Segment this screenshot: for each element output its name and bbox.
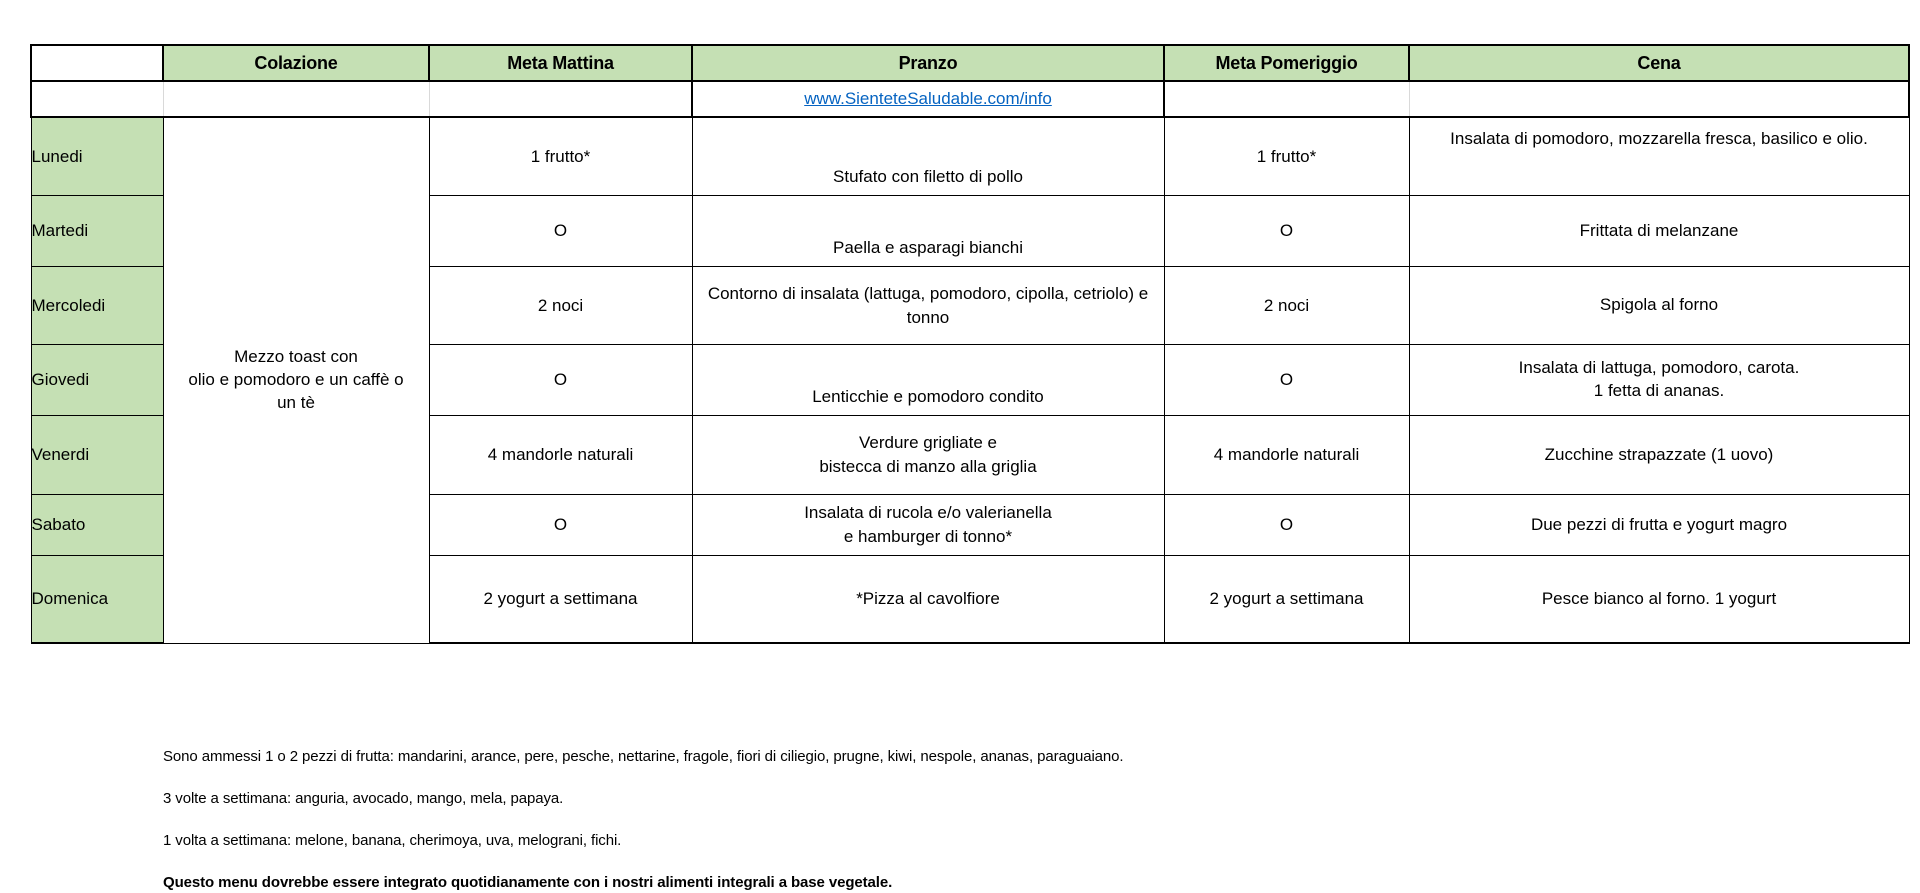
meta-pomeriggio-giovedi: O	[1163, 344, 1410, 416]
site-link[interactable]: www.SienteteSaludable.com/info	[804, 89, 1052, 108]
footnotes-block: Sono ammessi 1 o 2 pezzi di frutta: mand…	[163, 748, 1663, 891]
meta-mattina-giovedi: O	[428, 344, 693, 416]
day-label-lunedi: Lunedi	[30, 116, 164, 196]
cena-mercoledi: Spigola al forno	[1408, 266, 1910, 345]
cena-sabato: Due pezzi di frutta e yogurt magro	[1408, 494, 1910, 556]
day-label-domenica: Domenica	[30, 555, 164, 644]
header-cell-cena: Cena	[1408, 44, 1910, 82]
meta-mattina-martedi: O	[428, 195, 693, 267]
meta-pomeriggio-mercoledi: 2 noci	[1163, 266, 1410, 345]
footnote-once-week: 1 volta a settimana: melone, banana, che…	[163, 832, 622, 849]
cena-martedi: Frittata di melanzane	[1408, 195, 1910, 267]
colazione-line-2: olio e pomodoro e un caffè o	[188, 369, 404, 389]
url-row-spacer-colazione	[162, 80, 430, 118]
url-row-spacer-day	[30, 80, 164, 118]
cena-giovedi: Insalata di lattuga, pomodoro, carota. 1…	[1408, 344, 1910, 416]
url-row-spacer-meta-mattina	[428, 80, 693, 118]
meta-pomeriggio-venerdi: 4 mandorle naturali	[1163, 415, 1410, 495]
pranzo-giovedi: Lenticchie e pomodoro condito	[691, 344, 1165, 416]
day-label-martedi: Martedi	[30, 195, 164, 267]
colazione-line-1: Mezzo toast con	[234, 346, 358, 366]
header-cell-pranzo: Pranzo	[691, 44, 1165, 82]
colazione-line-3: un tè	[277, 392, 315, 412]
footnote-supplement-notice: Questo menu dovrebbe essere integrato qu…	[163, 874, 893, 891]
pranzo-venerdi-line-2: bistecca di manzo alla griglia	[819, 457, 1037, 476]
table-row: Venerdi 4 mandorle naturali Verdure grig…	[30, 415, 1910, 495]
footnote-fruit-allowed: Sono ammessi 1 o 2 pezzi di frutta: mand…	[163, 748, 1124, 765]
meta-pomeriggio-domenica: 2 yogurt a settimana	[1163, 555, 1410, 644]
table-row: Sabato O Insalata di rucola e/o valerian…	[30, 494, 1910, 556]
meta-pomeriggio-sabato: O	[1163, 494, 1410, 556]
table-header-row: Colazione Meta Mattina Pranzo Meta Pomer…	[30, 44, 1910, 82]
url-row-spacer-meta-pomeriggio	[1163, 80, 1410, 118]
cena-lunedi: Insalata di pomodoro, mozzarella fresca,…	[1408, 116, 1910, 196]
site-link-cell[interactable]: www.SienteteSaludable.com/info	[691, 80, 1165, 118]
weekly-menu-table-wrapper: Colazione Meta Mattina Pranzo Meta Pomer…	[30, 44, 1910, 644]
pranzo-lunedi: Stufato con filetto di pollo	[691, 116, 1165, 196]
meta-pomeriggio-martedi: O	[1163, 195, 1410, 267]
header-cell-meta-pomeriggio: Meta Pomeriggio	[1163, 44, 1410, 82]
header-cell-corner	[30, 44, 164, 82]
pranzo-martedi: Paella e asparagi bianchi	[691, 195, 1165, 267]
url-row-spacer-cena	[1408, 80, 1910, 118]
day-label-venerdi: Venerdi	[30, 415, 164, 495]
meta-mattina-domenica: 2 yogurt a settimana	[428, 555, 693, 644]
table-row: Martedi O Paella e asparagi bianchi O Fr…	[30, 195, 1910, 267]
meta-mattina-mercoledi: 2 noci	[428, 266, 693, 345]
cena-domenica: Pesce bianco al forno. 1 yogurt	[1408, 555, 1910, 644]
pranzo-sabato: Insalata di rucola e/o valerianella e ha…	[691, 494, 1165, 556]
cena-venerdi: Zucchine strapazzate (1 uovo)	[1408, 415, 1910, 495]
table-row: Lunedi Mezzo toast con olio e pomodoro e…	[30, 116, 1910, 644]
pranzo-domenica: *Pizza al cavolfiore	[691, 555, 1165, 644]
meta-mattina-lunedi: 1 frutto*	[428, 116, 693, 196]
table-row: Mercoledi 2 noci Contorno di insalata (l…	[30, 266, 1910, 345]
meta-pomeriggio-lunedi: 1 frutto*	[1163, 116, 1410, 196]
weekly-menu-table: Colazione Meta Mattina Pranzo Meta Pomer…	[30, 44, 1910, 644]
pranzo-mercoledi: Contorno di insalata (lattuga, pomodoro,…	[691, 266, 1165, 345]
day-label-sabato: Sabato	[30, 494, 164, 556]
day-label-giovedi: Giovedi	[30, 344, 164, 416]
cena-giovedi-line-1: Insalata di lattuga, pomodoro, carota.	[1518, 358, 1800, 378]
header-cell-colazione: Colazione	[162, 44, 430, 82]
pranzo-venerdi: Verdure grigliate e bistecca di manzo al…	[691, 415, 1165, 495]
footnote-three-times-week: 3 volte a settimana: anguria, avocado, m…	[163, 790, 564, 807]
cena-giovedi-line-2: 1 fetta di ananas.	[1593, 381, 1725, 400]
table-row: Domenica 2 yogurt a settimana *Pizza al …	[30, 555, 1910, 644]
meta-mattina-sabato: O	[428, 494, 693, 556]
day-label-mercoledi: Mercoledi	[30, 266, 164, 345]
meta-mattina-venerdi: 4 mandorle naturali	[428, 415, 693, 495]
pranzo-sabato-line-2: e hamburger di tonno*	[843, 527, 1013, 546]
colazione-merged-cell: Mezzo toast con olio e pomodoro e un caf…	[162, 116, 430, 644]
pranzo-venerdi-line-1: Verdure grigliate e	[859, 433, 997, 453]
table-url-row: www.SienteteSaludable.com/info	[30, 80, 1910, 118]
header-cell-meta-mattina: Meta Mattina	[428, 44, 693, 82]
pranzo-sabato-line-1: Insalata di rucola e/o valerianella	[804, 503, 1052, 523]
